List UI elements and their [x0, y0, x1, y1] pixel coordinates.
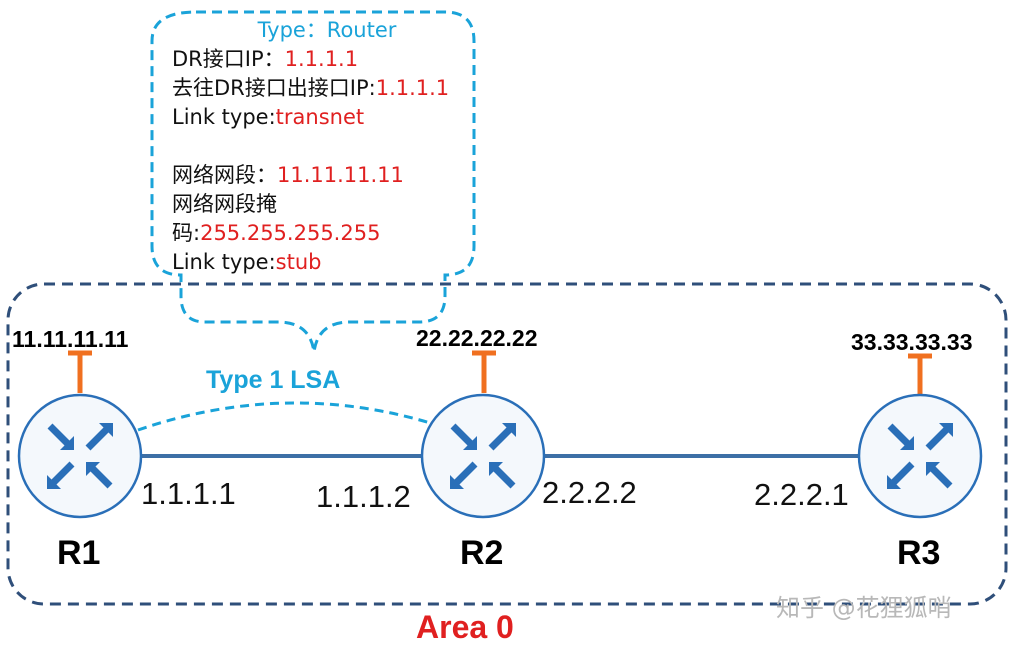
router-r3-icon [857, 393, 983, 519]
callout-line-mask-label: 网络网段掩 [172, 192, 277, 216]
lsa-callout-text: Type：Router DR接口IP：1.1.1.1 去往DR接口出接口IP:1… [172, 16, 482, 277]
area-label: Area 0 [416, 609, 514, 645]
callout-line-link-type-transnet: Link type:transnet [172, 105, 365, 129]
callout-line-network: 网络网段：11.11.11.11 [172, 163, 404, 187]
callout-line-link-type-stub: Link type:stub [172, 250, 322, 274]
router-r1-icon [17, 393, 143, 519]
callout-line-out-ip: 去往DR接口出接口IP:1.1.1.1 [172, 76, 450, 100]
callout-line-mask: 码:255.255.255.255 [172, 221, 381, 245]
r1-loopback-stub [68, 350, 92, 393]
lsa-callout-bubble [150, 10, 476, 353]
r1-loopback-label: 11.11.11.11 [12, 326, 129, 352]
callout-title: Type：Router [257, 18, 397, 42]
router-r3-name: R3 [897, 534, 941, 572]
r2-loopback-stub [472, 350, 496, 393]
router-r2-icon [420, 393, 546, 519]
r1-interface-ip: 1.1.1.1 [141, 476, 236, 511]
watermark: 知乎 @花狸狐哨 [776, 594, 952, 622]
lsa-flow-arrow [137, 401, 442, 432]
r3-loopback-stub [908, 353, 932, 396]
r2-loopback-label: 22.22.22.22 [416, 325, 538, 351]
area-boundary [6, 282, 1008, 606]
r3-interface-ip: 2.2.2.1 [754, 477, 849, 512]
callout-line-dr-ip: DR接口IP：1.1.1.1 [172, 47, 359, 71]
r2-interface-ip-left: 1.1.1.2 [316, 479, 411, 514]
lsa-type-label: Type 1 LSA [206, 366, 341, 394]
r3-loopback-label: 33.33.33.33 [851, 329, 973, 355]
router-r2-name: R2 [460, 534, 504, 572]
r2-interface-ip-right: 2.2.2.2 [542, 475, 637, 510]
router-r1-name: R1 [57, 534, 101, 572]
